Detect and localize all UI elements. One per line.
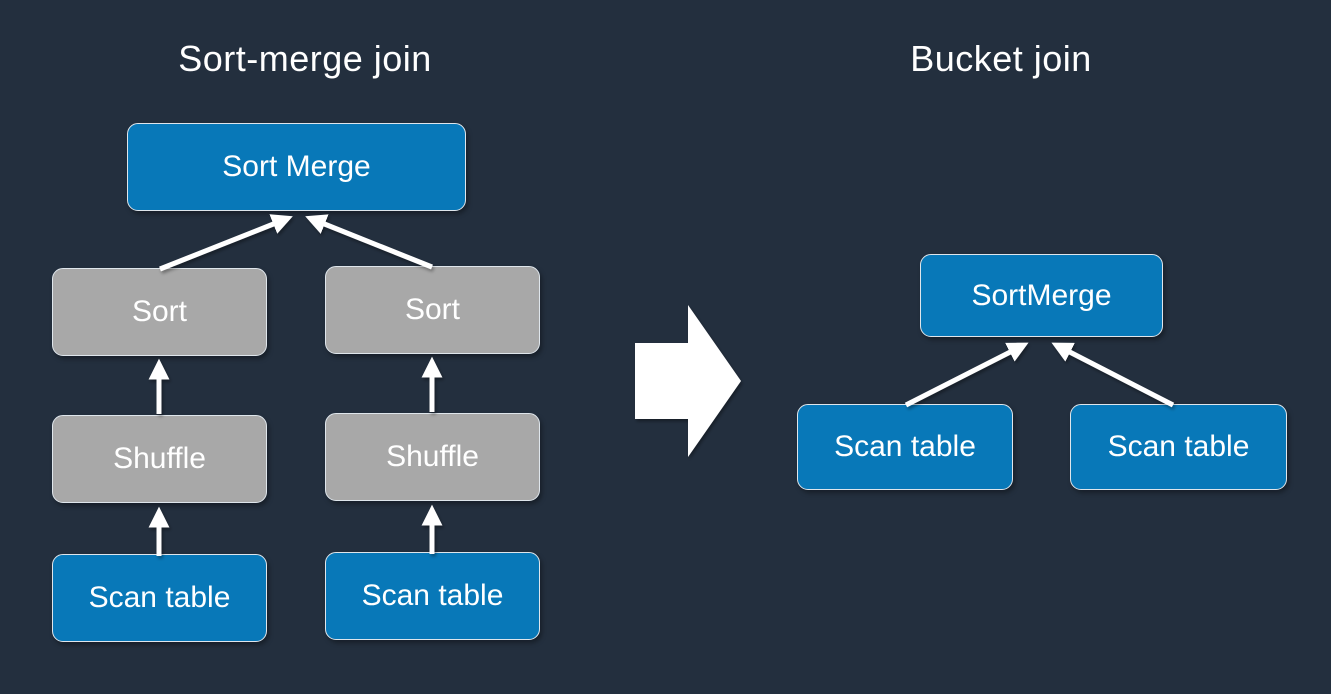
connector-sort-right-to-sortmerge: [305, 214, 433, 270]
left-diagram-title: Sort-merge join: [178, 38, 432, 79]
node-sort-left: Sort: [52, 268, 267, 356]
node-label: Scan table: [1107, 430, 1250, 463]
right-diagram-title: Bucket join: [910, 38, 1092, 79]
node-label: Shuffle: [113, 442, 206, 475]
right-block-arrow-icon: [635, 305, 741, 457]
connector-scan-left-to-sortmerge-right-diagram: [904, 342, 1029, 408]
node-label: Shuffle: [386, 440, 479, 473]
node-sortmerge-right-diagram: SortMerge: [920, 254, 1163, 337]
node-label: Sort Merge: [222, 150, 371, 183]
node-label: Scan table: [834, 430, 976, 463]
node-label: Scan table: [361, 579, 504, 612]
node-label: Sort: [404, 293, 461, 326]
connector-scan-right-to-sortmerge-right-diagram: [1051, 342, 1175, 408]
node-shuffle-right: Shuffle: [325, 413, 540, 501]
node-scan-table-left: Scan table: [52, 554, 267, 642]
node-label: Scan table: [88, 581, 231, 614]
connector-sort-left-to-sortmerge: [159, 214, 293, 272]
node-shuffle-left: Shuffle: [52, 415, 267, 503]
node-label: Sort: [131, 295, 188, 328]
node-scan-table-right-diagram-right: Scan table: [1070, 404, 1287, 490]
node-label: SortMerge: [971, 278, 1112, 312]
node-sort-right: Sort: [325, 266, 540, 354]
node-scan-table-right-diagram-left: Scan table: [797, 404, 1013, 490]
node-scan-table-right: Scan table: [325, 552, 540, 640]
node-sort-merge-left-diagram: Sort Merge: [127, 123, 466, 211]
